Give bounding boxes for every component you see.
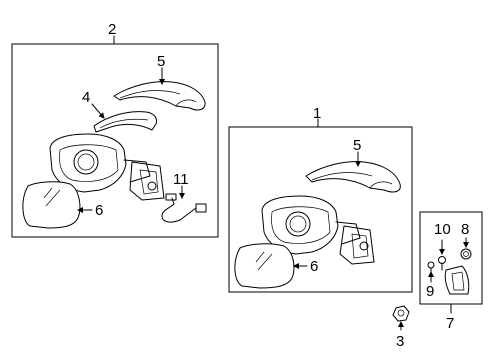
callout-10: 10 (434, 221, 451, 238)
callout-7: 7 (446, 315, 454, 332)
assembly-box-2 (11, 43, 219, 238)
callout-5-right: 5 (353, 137, 361, 154)
callout-1: 1 (313, 105, 321, 122)
callout-11: 11 (173, 171, 189, 188)
mirror-cover-right (305, 161, 401, 193)
grommet-8 (460, 248, 472, 260)
mirror-cover-left (113, 81, 206, 111)
callout-6-left: 6 (95, 202, 103, 219)
callout-4: 4 (82, 89, 90, 106)
screw-10 (438, 256, 446, 271)
callout-2: 2 (108, 21, 116, 38)
callout-9: 9 (426, 283, 434, 300)
cover-cap (444, 265, 470, 295)
callout-5-left: 5 (157, 53, 165, 70)
wire-harness (161, 193, 207, 223)
mirror-glass-left (22, 181, 81, 229)
assembly-box-1 (228, 126, 413, 293)
callout-8: 8 (461, 221, 469, 238)
mirror-trim-left (93, 111, 157, 133)
mirror-glass-right (234, 243, 295, 289)
nut-3 (392, 305, 410, 322)
callout-3: 3 (396, 333, 404, 350)
callout-6-right: 6 (310, 258, 318, 275)
